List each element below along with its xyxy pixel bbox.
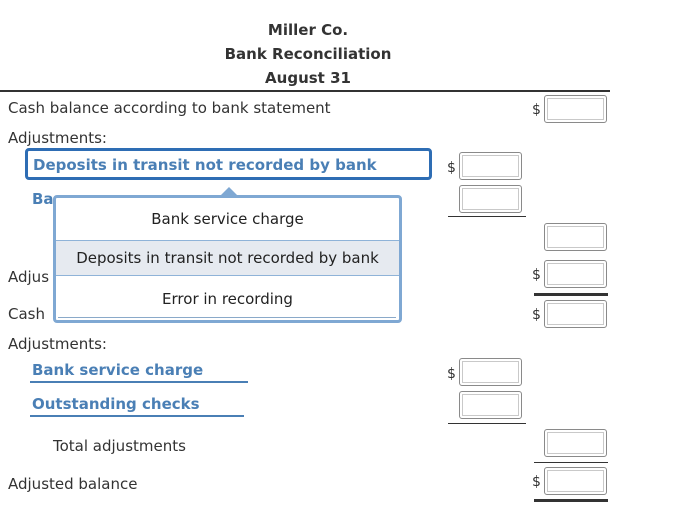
dropdown-option-bank-service-charge[interactable]: Bank service charge [151,210,304,228]
double-rule [534,499,608,502]
bank-adjusted-label-partial: Adjus [8,268,50,286]
bank-adjustments-label: Adjustments: [8,129,107,147]
book-adjustment-input-1[interactable] [459,358,522,386]
total-adjustments-label: Total adjustments [53,437,186,455]
bank-adjusted-balance-input[interactable] [544,260,607,288]
book-balance-input[interactable] [544,300,607,328]
bank-adjustment-input-2[interactable] [459,185,522,213]
dropdown-pointer [220,187,238,196]
dollar-sign: $ [532,102,541,118]
book-balance-label-partial: Cash [8,305,45,323]
report-title: Bank Reconciliation [224,45,392,63]
bank-adjustment-input-1[interactable] [459,152,522,180]
book-adjustment-select-2[interactable]: Outstanding checks [32,395,200,413]
dropdown-bottom-rule [58,317,396,318]
dropdown-option-deposits-in-transit[interactable]: Deposits in transit not recorded by bank [56,240,399,276]
dollar-sign: $ [532,307,541,323]
adjustment-dropdown[interactable]: Bank service charge Deposits in transit … [53,195,402,323]
bank-adjustment-select-2[interactable]: Ba [32,190,54,208]
book-adjustment-input-2[interactable] [459,391,522,419]
dropdown-option-error-in-recording[interactable]: Error in recording [162,290,293,308]
total-rule [534,462,608,463]
dollar-sign: $ [532,267,541,283]
book-adjustments-label: Adjustments: [8,335,107,353]
bank-balance-input[interactable] [544,95,607,123]
subtotal-rule [448,423,526,424]
subtotal-rule [448,216,526,217]
dollar-sign: $ [532,474,541,490]
adjusted-balance-label: Adjusted balance [8,475,138,493]
header-rule [0,90,610,92]
book-adjustment-select-1[interactable]: Bank service charge [32,361,204,379]
double-rule [534,293,608,296]
bank-total-adjustments-input[interactable] [544,223,607,251]
book-total-adjustments-input[interactable] [544,429,607,457]
dollar-sign: $ [447,366,456,382]
report-date: August 31 [265,69,351,87]
bank-balance-label: Cash balance according to bank statement [8,99,331,117]
select-underline [30,415,244,417]
company-name: Miller Co. [267,21,349,39]
select-underline [30,381,248,383]
book-adjusted-balance-input[interactable] [544,467,607,495]
bank-adjustment-select-1-value: Deposits in transit not recorded by bank [33,156,377,174]
bank-adjustment-select-1[interactable]: Deposits in transit not recorded by bank [25,148,432,180]
dollar-sign: $ [447,160,456,176]
